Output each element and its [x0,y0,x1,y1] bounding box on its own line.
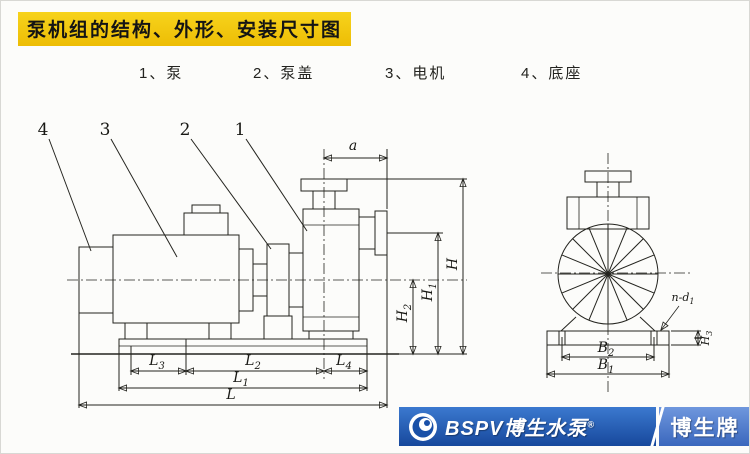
fan-cover-spokes [558,224,658,324]
side-view [48,138,467,408]
dim-nd1-label: n-d1 [671,290,695,307]
brand-text: BSPV博生水泵® [445,418,596,440]
motor-terminal-box [183,212,229,236]
pump-casing [300,178,388,340]
dim-h3-label: H3 [698,330,715,346]
front-base-plate [546,330,670,346]
brand-main: BSPV博生水泵® [399,407,656,446]
pump-cover-assembly [238,243,304,340]
legend-item-motor: 3、电机 [385,65,447,82]
front-extension-lines [546,330,701,378]
suction-flange [300,178,348,192]
dim-h-label: H [445,257,462,271]
registered-mark: ® [587,419,596,430]
callout-2: 2 [179,120,191,140]
brand-bar: BSPV博生水泵® 博生牌 [399,407,749,446]
callout-3: 3 [99,120,111,140]
dim-l2-label: L2 [245,353,261,372]
dim-h1-label: H1 [420,282,439,302]
motor-foot-right [208,322,232,340]
callout-leaders [48,138,308,258]
extension-lines [78,149,467,408]
dim-l4-label: L4 [336,353,352,372]
pump-swirl-icon [409,412,437,441]
dim-b2-label: B2 [597,340,615,359]
motor-body [112,234,240,324]
nd1-leader [661,305,680,330]
legend: 1、泵 2、泵盖 3、电机 4、底座 [1,62,749,82]
brand-badge: 博生牌 [659,407,749,446]
legend-item-pump: 1、泵 [139,65,184,82]
front-dimension-lines [547,331,698,374]
dimension-lines [79,158,463,405]
front-base-holes [558,331,658,345]
dim-a-label: a [348,138,358,155]
dim-l3-label: L3 [149,353,165,372]
legend-item-base: 4、底座 [521,65,583,82]
dim-h2-label: H2 [395,303,414,323]
dim-l1-label: L1 [233,370,249,389]
dim-l-label: L [226,387,236,404]
callout-1: 1 [234,120,246,140]
dim-b1-label: B1 [597,357,615,376]
legend-item-pump-cover: 2、泵盖 [253,65,315,82]
callout-4: 4 [37,120,49,140]
page-title: 泵机组的结构、外形、安装尺寸图 [18,12,352,46]
front-view [541,153,701,393]
base-plate [118,338,368,355]
pump-foot [308,330,354,340]
motor-foot-left [124,322,148,340]
discharge-flange [374,210,388,256]
